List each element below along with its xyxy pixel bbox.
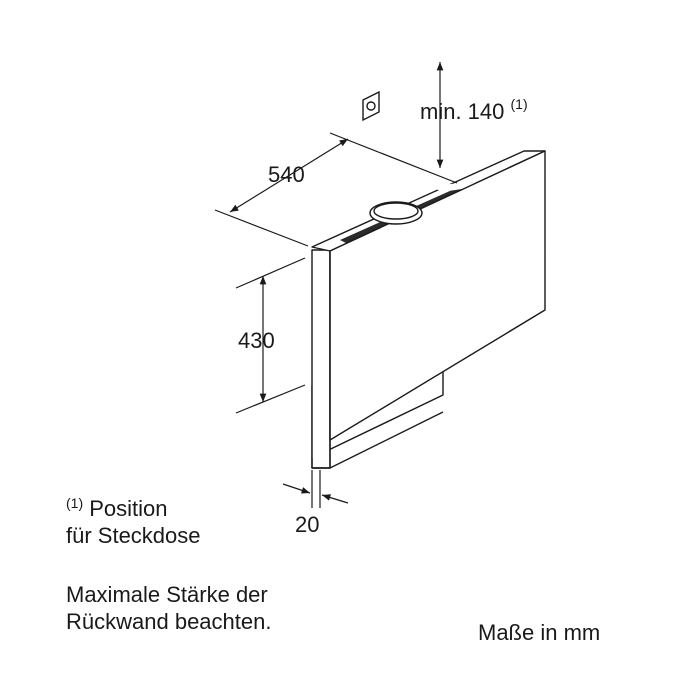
extension-line — [329, 132, 458, 184]
height-label: 430 — [238, 328, 275, 353]
dimension-height — [235, 257, 306, 414]
extractor-hood — [311, 150, 546, 469]
arrow-right — [321, 494, 349, 504]
dimension-depth — [282, 470, 349, 508]
socket-position-note: (1) Position für Steckdose — [66, 490, 201, 549]
arrow-left — [282, 483, 311, 494]
width-label: 540 — [268, 162, 305, 187]
note-line: Maximale Stärke der — [66, 582, 268, 607]
lower-edge — [311, 411, 444, 469]
clearance-label: min. 140 (1) — [420, 96, 528, 124]
back-wall-thickness-note: Maximale Stärke der Rückwand beachten. — [66, 581, 271, 635]
units-note: Maße in mm — [478, 619, 600, 646]
depth-label: 20 — [295, 512, 319, 537]
dimension-width — [214, 132, 458, 247]
exhaust-collar-inner — [373, 202, 419, 220]
extension-line — [235, 384, 306, 414]
extension-line — [214, 209, 309, 247]
top-band-light — [430, 182, 482, 192]
units-label: Maße in mm — [478, 620, 601, 645]
extension-line — [235, 257, 306, 289]
back-panel-side — [311, 249, 331, 469]
note-line: Rückwand beachten. — [66, 609, 272, 634]
note-line: für Steckdose — [66, 523, 201, 548]
dimension-line — [229, 138, 349, 213]
footnote-marker: (1) — [66, 495, 84, 511]
note-line: Position — [89, 496, 168, 521]
power-socket-icon — [362, 90, 380, 122]
